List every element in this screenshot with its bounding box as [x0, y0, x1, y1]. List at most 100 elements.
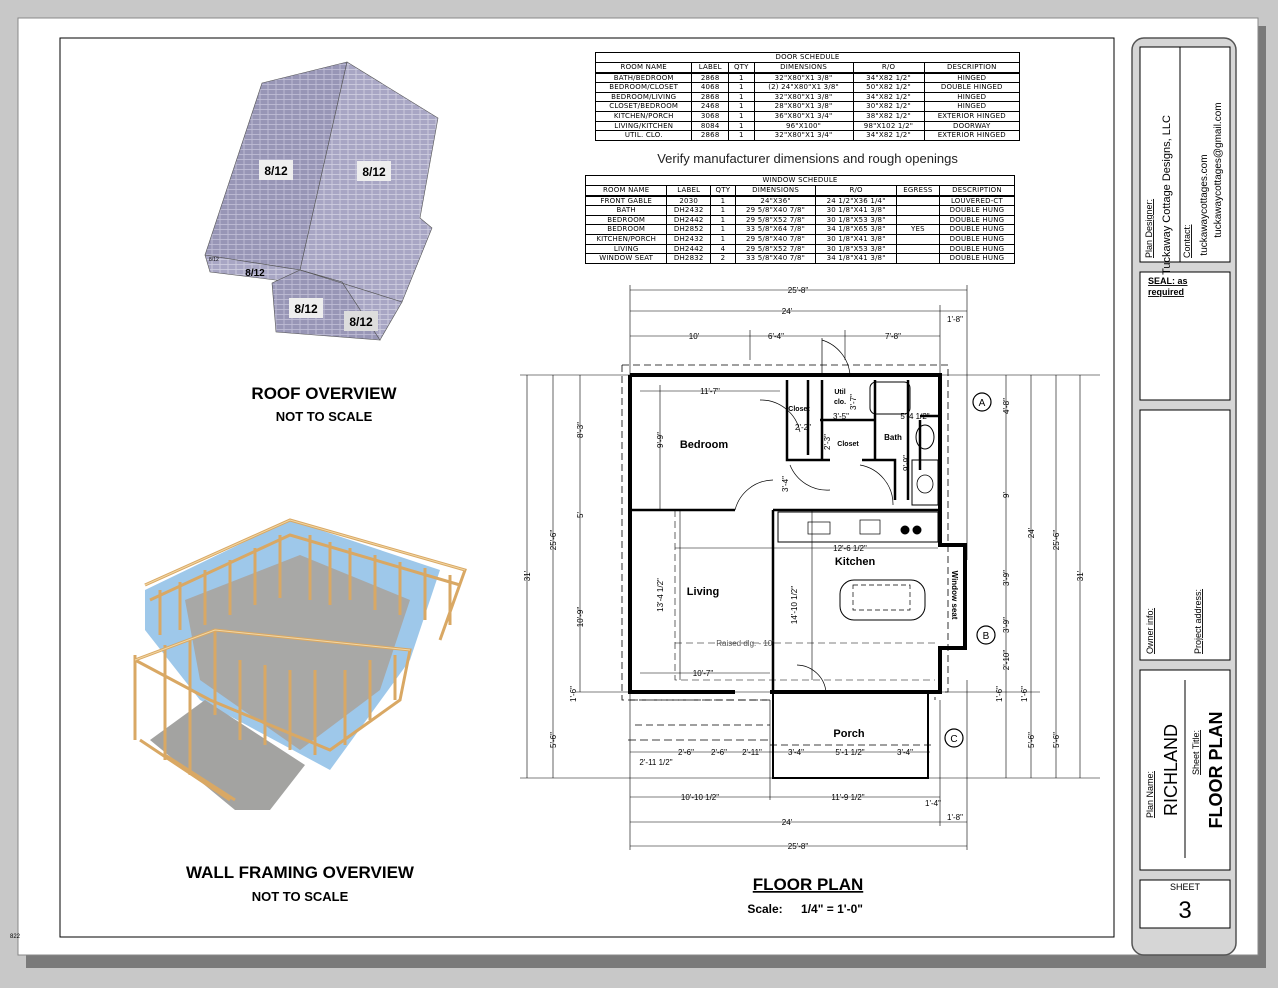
dimension-label: 5'-6" — [1027, 732, 1036, 748]
room-label-util-closet: clo. — [834, 399, 846, 406]
table-cell: DH2432 — [666, 233, 712, 245]
dimension-label: 7'-8" — [885, 332, 901, 341]
table-cell: 24 1/2"X36 1/4" — [815, 195, 897, 207]
table-cell: 2868 — [691, 130, 729, 141]
table-cell: DH2832 — [666, 253, 712, 264]
dimension-label: 2'-2" — [795, 423, 811, 432]
dimension-label: 3'-4" — [897, 748, 913, 757]
roof-pitch-label: 8/12 — [294, 302, 318, 316]
sheet-title: FLOOR PLAN — [1206, 712, 1226, 829]
dimension-label: 3'-7" — [849, 394, 858, 410]
table-cell: 30 1/8"X41 3/8" — [815, 205, 897, 216]
scale-label: Scale: — [747, 902, 782, 916]
dimension-label: 5'-1 1/2" — [835, 748, 864, 757]
table-cell: LOUVERED-CT — [938, 195, 1016, 207]
table-cell: 1 — [727, 82, 755, 93]
room-label-living: Living — [687, 586, 719, 598]
wall-framing-title: WALL FRAMING OVERVIEW — [186, 863, 415, 882]
table-cell: 28"X80"X1 3/8" — [753, 101, 854, 112]
section-marker-a: A — [979, 398, 986, 409]
seal-note: required — [1148, 287, 1184, 297]
table-cell: YES — [895, 224, 940, 235]
table-cell: BATH/BEDROOM — [594, 72, 693, 84]
dimension-label: 2'-11" — [742, 748, 762, 757]
dimension-label: 3'-5" — [833, 412, 849, 421]
dimension-label: 10'-10 1/2" — [681, 793, 719, 802]
table-cell: 1 — [710, 205, 736, 216]
dimension-label: 1'-6" — [569, 686, 578, 702]
email-link[interactable]: tuckawaycottages@gmail.com — [1213, 102, 1224, 237]
plan-name-label: Plan Name: — [1145, 771, 1155, 818]
table-cell: KITCHEN/PORCH — [584, 233, 668, 245]
dimension-label: 31' — [523, 570, 532, 581]
dimension-label: 10' — [689, 332, 700, 341]
dimension-label: 3'-4" — [781, 476, 790, 492]
dimension-label: 10'-9" — [576, 607, 585, 628]
table-cell: 29 5/8"X52 7/8" — [734, 243, 817, 255]
table-cell: 34 1/8"X41 3/8" — [815, 253, 897, 264]
title-block: Plan Designer: Tuckaway Cottage Designs,… — [1131, 37, 1237, 956]
dimension-label: 3'-4" — [788, 748, 804, 757]
table-cell: 33 5/8"X40 7/8" — [734, 253, 817, 264]
wall-framing-subtitle: NOT TO SCALE — [252, 889, 349, 904]
table-cell: 1 — [727, 72, 755, 84]
dimension-label: 11'-9 1/2" — [831, 793, 864, 802]
room-label-bath: Bath — [884, 433, 902, 442]
verify-note: Verify manufacturer dimensions and rough… — [657, 151, 958, 166]
table-cell: DH2442 — [666, 214, 712, 226]
roof-overview-title: ROOF OVERVIEW — [251, 384, 397, 403]
contact-label: Contact: — [1182, 224, 1192, 258]
table-cell: 34 1/8"X65 3/8" — [815, 224, 897, 235]
table-cell: EXTERIOR HINGED — [923, 110, 1021, 122]
dimension-labels: 25'-8" 24' 1'-8" 10' 6'-4" 7'-8" 10'-10 … — [523, 286, 1085, 851]
table-cell — [895, 205, 940, 216]
table-cell: 4068 — [691, 82, 729, 93]
dimension-label: 12'-6 1/2" — [833, 544, 867, 553]
dimension-label: 2'-6" — [678, 748, 694, 757]
table-cell: 29 5/8"X40 7/8" — [734, 205, 817, 216]
table-cell: DH2442 — [666, 243, 712, 255]
dimension-label: 1'-6" — [1020, 686, 1029, 702]
dimension-label: 1'-4" — [925, 799, 941, 808]
plan-name: RICHLAND — [1161, 724, 1181, 816]
website-link[interactable]: tuckawaycottages.com — [1199, 154, 1210, 255]
seal-note: SEAL: as — [1148, 276, 1188, 286]
table-cell: 4 — [710, 243, 736, 255]
dimension-label: 24' — [782, 818, 793, 827]
dimension-label: 9'-9" — [902, 455, 911, 471]
table-cell: (2) 24"X80"X1 3/8" — [753, 82, 854, 93]
table-cell: 34"X82 1/2" — [852, 72, 925, 84]
owner-info-label: Owner info: — [1145, 608, 1155, 654]
room-label-closet: Closet — [788, 406, 810, 413]
table-cell: BEDROOM/CLOSET — [594, 82, 693, 93]
table-cell: DH2432 — [666, 205, 712, 216]
wall-framing-illustration — [133, 518, 467, 810]
column-header: LABEL — [691, 61, 729, 74]
dimension-label: 2'-10" — [1002, 650, 1011, 671]
table-cell: 29 5/8"X52 7/8" — [734, 214, 817, 226]
section-marker-b: B — [983, 631, 990, 642]
room-label-window-seat: Window seat — [950, 571, 959, 620]
project-address-label: Project address: — [1193, 589, 1203, 654]
window-schedule-title: WINDOW SCHEDULE — [585, 175, 1015, 185]
roof-overview-subtitle: NOT TO SCALE — [276, 409, 373, 424]
dimension-label: 9'-9" — [656, 432, 665, 448]
table-cell: 34"X82 1/2" — [852, 130, 925, 141]
dimension-label: 2'-3" — [823, 434, 832, 450]
dimension-label: 1'-6" — [995, 686, 1004, 702]
table-cell: 32"X80"X1 3/4" — [753, 130, 854, 141]
table-cell — [895, 243, 940, 255]
table-cell: 1 — [710, 214, 736, 226]
table-cell: 30 1/8"X53 3/8" — [815, 243, 897, 255]
corner-code: 822 — [10, 934, 21, 940]
table-cell: 34"X82 1/2" — [852, 91, 925, 103]
column-header: ROOM NAME — [594, 61, 693, 74]
